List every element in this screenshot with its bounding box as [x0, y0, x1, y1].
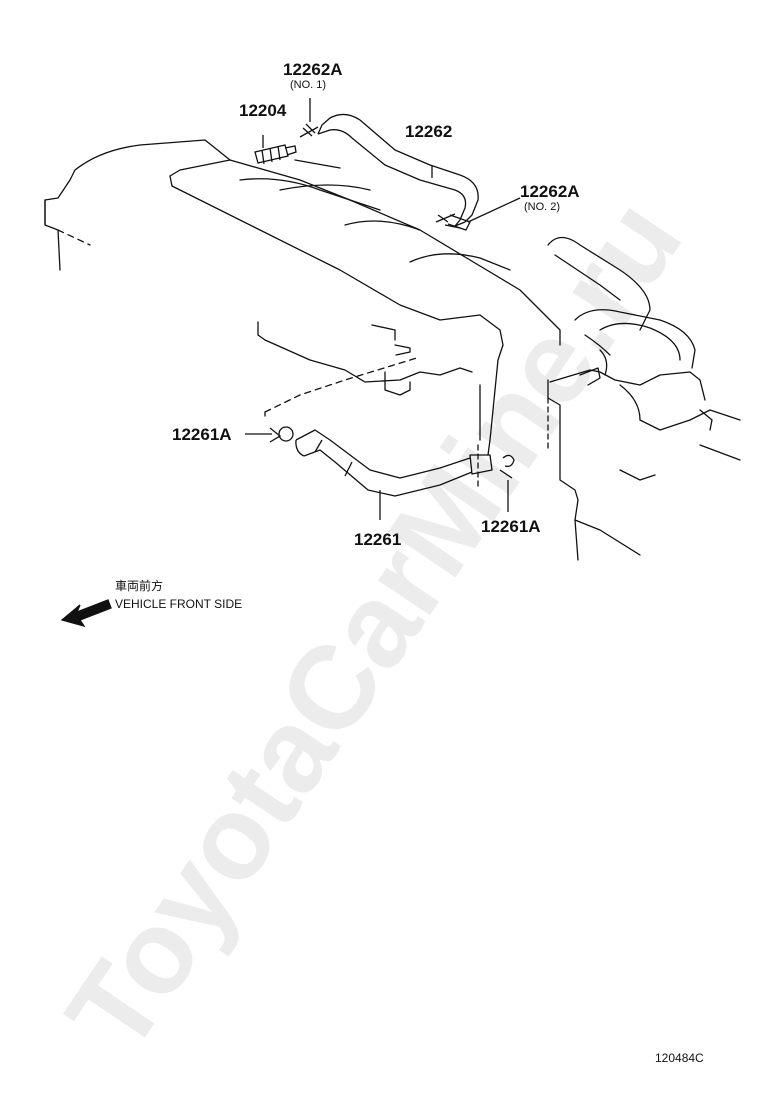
label-12261A-right: 12261A: [481, 517, 541, 536]
clip-12261A-left-shape: [245, 426, 294, 443]
pcv-valve-12204-shape: [254, 135, 297, 165]
direction-english: VEHICLE FRONT SIDE: [115, 597, 243, 611]
label-12204: 12204: [239, 101, 287, 120]
label-12262A-no1: 12262A: [283, 60, 343, 79]
clip-12262A-no2-shape: [435, 197, 521, 229]
direction-japanese: 車両前方: [115, 579, 164, 593]
label-12261: 12261: [354, 530, 402, 549]
clip-12261A-right-shape: [499, 454, 515, 512]
ventilation-hose-12261-shape: [295, 429, 493, 520]
engine-outline: [44, 139, 741, 561]
vehicle-front-arrow-icon: [60, 599, 112, 628]
label-12261A-left: 12261A: [172, 425, 232, 444]
ventilation-hose-12262-shape: [317, 113, 479, 231]
label-12262A-no1-note: (NO. 1): [290, 79, 327, 91]
label-12262A-no2-note: (NO. 2): [524, 201, 561, 213]
label-12262: 12262: [405, 122, 453, 141]
clip-12262A-no1-shape: [299, 98, 319, 138]
figure-code: 120484C: [655, 1051, 704, 1065]
label-12262A-no2: 12262A: [520, 182, 580, 201]
